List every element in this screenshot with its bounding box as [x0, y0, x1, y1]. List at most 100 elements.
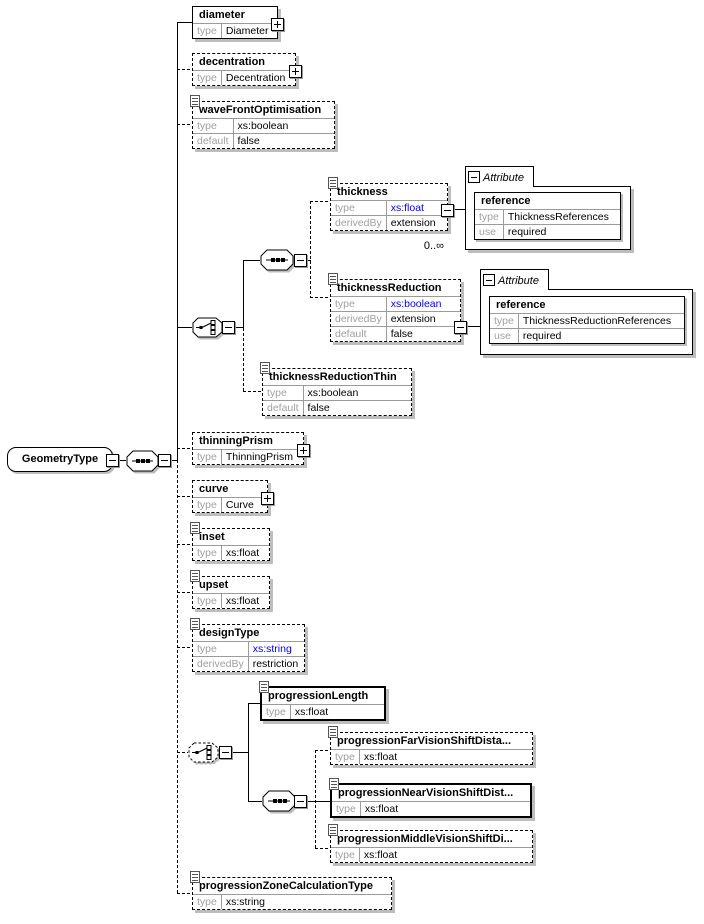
sequence-compositor-root[interactable]: [126, 450, 159, 477]
element-title: thicknessReductionThin: [263, 369, 411, 386]
annotation-icon: [190, 570, 200, 582]
row-value: xs:boolean: [307, 387, 359, 399]
element-title: upset: [193, 577, 269, 594]
element-diameter[interactable]: diameter type Diameter: [192, 6, 284, 39]
row-value: xs:float: [294, 706, 329, 718]
row-value: false: [303, 400, 411, 415]
row-label: default: [193, 133, 234, 148]
row-label: type: [193, 71, 222, 85]
collapse-icon[interactable]: [219, 746, 232, 759]
annotation-icon: [190, 871, 200, 883]
row-label: type: [331, 848, 360, 862]
expand-icon[interactable]: [289, 65, 302, 78]
row-label: default: [331, 326, 387, 341]
row-label: type: [193, 498, 222, 512]
row-value: extension: [386, 311, 460, 326]
expand-icon[interactable]: [297, 444, 310, 457]
element-title: waveFrontOptimisation: [193, 102, 334, 119]
collapse-icon[interactable]: [454, 321, 467, 334]
expand-icon[interactable]: [261, 492, 274, 505]
row-label: type: [490, 314, 519, 328]
attribute-label: Attribute: [498, 274, 539, 287]
element-curve[interactable]: curve type Curve: [192, 480, 274, 513]
element-progressionLength[interactable]: progressionLength type xs:float: [259, 681, 386, 721]
element-progressionMiddleVisionShiftDistance[interactable]: progressionMiddleVisionShiftDi... type x…: [328, 824, 533, 863]
row-value: Diameter: [225, 25, 269, 37]
element-title: progressionMiddleVisionShiftDi...: [331, 831, 532, 848]
attribute-tab[interactable]: Attribute: [480, 269, 549, 290]
row-value: ThinningPrism: [225, 451, 293, 463]
collapse-icon[interactable]: [222, 321, 235, 334]
element-title: thinningPrism: [193, 433, 303, 450]
element-progressionNearVisionShiftDistance[interactable]: progressionNearVisionShiftDist... type x…: [329, 778, 532, 818]
row-value: Curve: [225, 499, 254, 511]
row-label: type: [193, 119, 234, 133]
attribute-tab[interactable]: Attribute: [465, 166, 534, 187]
row-value: required: [518, 328, 684, 343]
annotation-icon: [190, 522, 200, 534]
row-label: type: [475, 210, 504, 224]
sequence-compositor[interactable]: [262, 790, 296, 817]
row-value: xs:boolean: [237, 120, 289, 132]
choice-compositor[interactable]: [188, 742, 219, 768]
collapse-icon[interactable]: [158, 454, 171, 467]
element-decentration[interactable]: decentration type Decentration: [192, 53, 302, 86]
row-label: type: [331, 201, 387, 215]
row-label: type: [332, 802, 361, 816]
attribute-label: Attribute: [483, 171, 524, 184]
row-value: xs:float: [390, 202, 424, 214]
row-value: xs:boolean: [390, 298, 442, 310]
collapse-icon[interactable]: [483, 273, 495, 286]
attribute-title: reference: [475, 193, 620, 210]
annotation-icon: [329, 778, 339, 790]
element-title: thicknessReduction: [331, 280, 460, 297]
row-value: required: [503, 224, 620, 239]
element-progressionFarVisionShiftDistance[interactable]: progressionFarVisionShiftDista... type x…: [328, 726, 533, 765]
element-title: thickness: [331, 184, 447, 201]
row-label: type: [193, 642, 249, 656]
element-progressionZoneCalculationType[interactable]: progressionZoneCalculationType type xs:s…: [190, 871, 392, 910]
row-value: xs:float: [225, 547, 260, 559]
element-title: designType: [193, 625, 304, 642]
annotation-icon: [328, 273, 338, 285]
row-value: ThicknessReferences: [507, 211, 609, 223]
sequence-compositor[interactable]: [260, 249, 294, 276]
root-type-geometrytype[interactable]: GeometryType: [7, 447, 119, 472]
row-value: false: [386, 326, 460, 341]
row-label: use: [490, 328, 519, 343]
row-value: extension: [386, 215, 447, 230]
element-title: decentration: [193, 54, 295, 71]
collapse-icon[interactable]: [468, 170, 480, 183]
row-value: xs:float: [363, 849, 398, 861]
collapse-icon[interactable]: [294, 254, 307, 267]
element-upset[interactable]: upset type xs:float: [190, 570, 270, 609]
element-title: curve: [193, 481, 267, 498]
element-inset[interactable]: inset type xs:float: [190, 522, 270, 561]
row-value: xs:string: [252, 643, 292, 655]
row-label: type: [263, 386, 304, 400]
annotation-icon: [328, 824, 338, 836]
element-title: progressionZoneCalculationType: [193, 878, 391, 895]
row-label: type: [331, 297, 387, 311]
collapse-icon[interactable]: [441, 204, 454, 217]
collapse-icon[interactable]: [106, 454, 119, 467]
row-label: type: [193, 546, 222, 560]
choice-compositor[interactable]: [192, 317, 223, 343]
collapse-icon[interactable]: [294, 795, 307, 808]
element-thinningPrism[interactable]: thinningPrism type ThinningPrism: [192, 432, 310, 465]
expand-icon[interactable]: [271, 18, 284, 31]
multiplicity-label: 0..∞: [423, 240, 444, 252]
annotation-icon: [328, 726, 338, 738]
row-value: xs:string: [225, 896, 265, 908]
annotation-icon: [259, 681, 269, 693]
